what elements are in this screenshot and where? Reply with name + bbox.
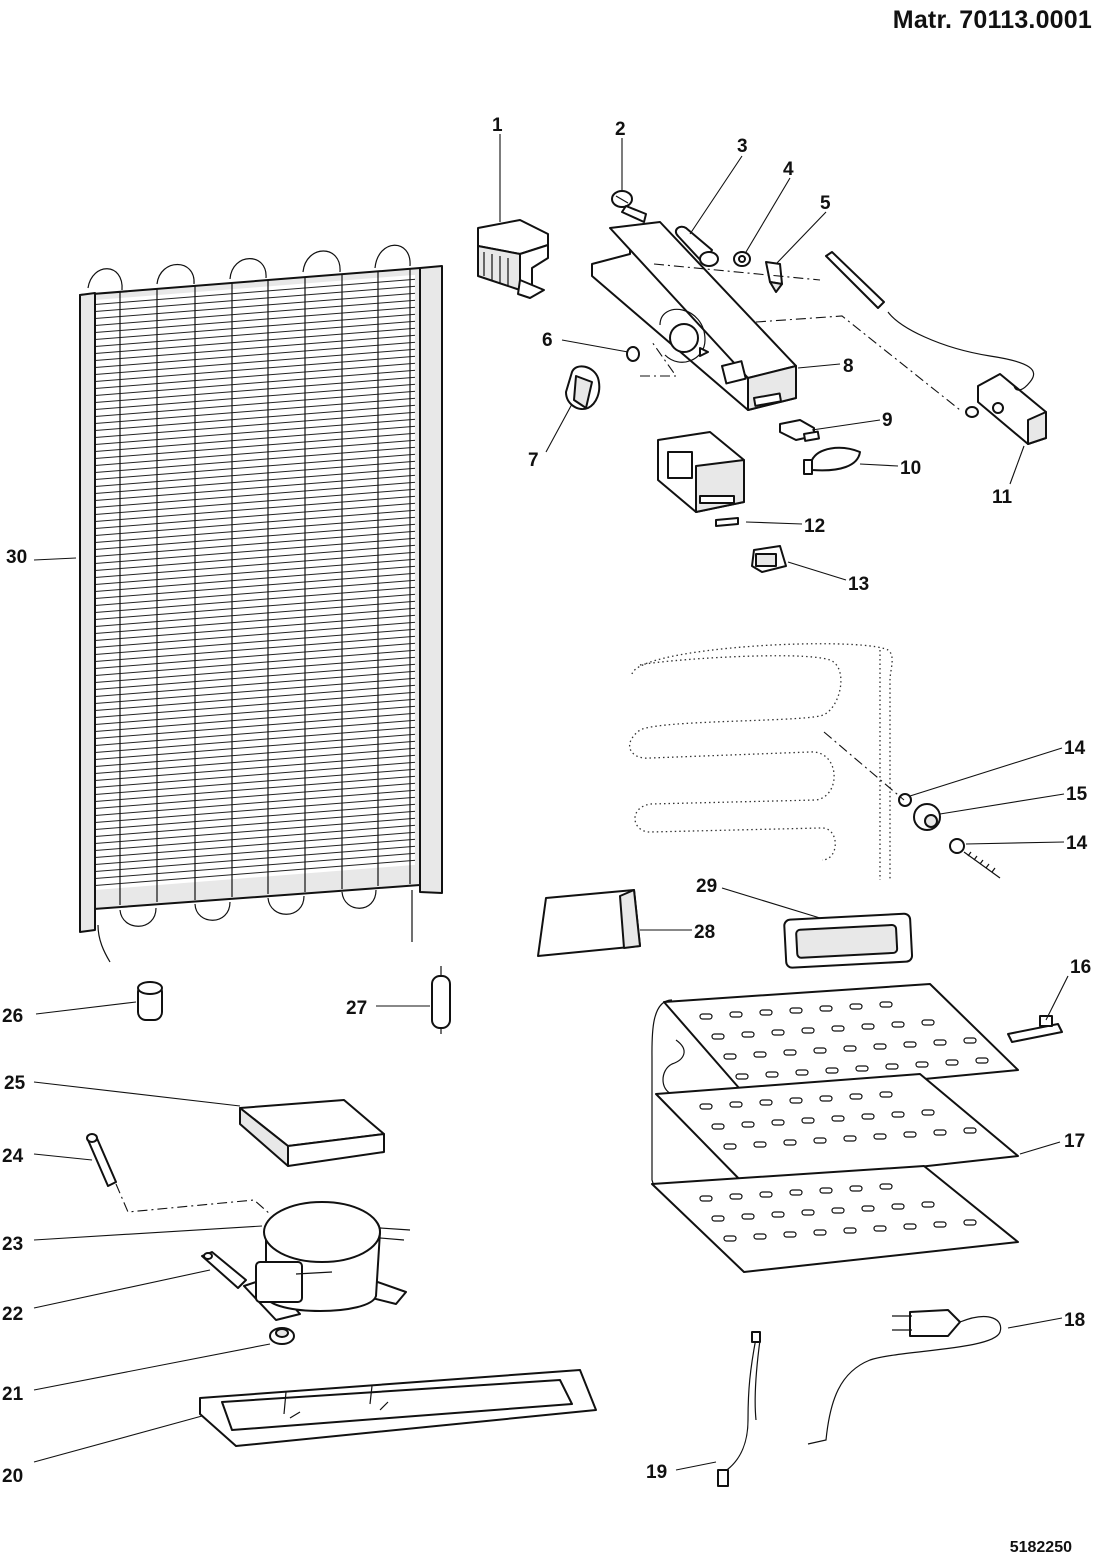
part-18-power-cord bbox=[807, 1309, 1002, 1445]
callout-1: 1 bbox=[492, 115, 503, 136]
part-15-grommet bbox=[913, 803, 941, 831]
callout-16: 16 bbox=[1070, 957, 1091, 978]
part-19-sensor-cable bbox=[717, 1331, 761, 1487]
callout-17: 17 bbox=[1064, 1131, 1085, 1152]
callout-15: 15 bbox=[1066, 784, 1088, 805]
document-code: 5182250 bbox=[1009, 1539, 1072, 1556]
callout-30: 30 bbox=[6, 547, 27, 568]
part-1-bracket bbox=[477, 219, 549, 299]
assembly-lines bbox=[115, 263, 961, 1215]
part-6-cap bbox=[626, 346, 640, 362]
callout-14-top: 14 bbox=[1064, 738, 1086, 759]
callout-27: 27 bbox=[346, 998, 367, 1019]
part-3-lamp bbox=[674, 225, 719, 267]
callout-23: 23 bbox=[2, 1234, 23, 1255]
callout-8: 8 bbox=[843, 356, 854, 377]
part-14-washer-top bbox=[898, 793, 912, 807]
callout-6: 6 bbox=[542, 330, 553, 351]
part-24-pipe bbox=[86, 1133, 117, 1187]
lamp-cover bbox=[657, 431, 745, 513]
condenser bbox=[79, 244, 443, 963]
callout-24: 24 bbox=[2, 1146, 24, 1167]
callout-4: 4 bbox=[783, 159, 794, 180]
callout-11: 11 bbox=[992, 487, 1013, 508]
part-28-cover bbox=[537, 889, 641, 957]
callout-labels: 1 2 3 4 5 6 7 8 9 10 11 12 13 14 15 14 1… bbox=[2, 115, 1091, 1487]
callout-10: 10 bbox=[900, 458, 921, 479]
callout-26: 26 bbox=[2, 1006, 23, 1027]
part-26-sleeve bbox=[137, 981, 163, 1021]
part-7-knob bbox=[565, 365, 601, 410]
callout-22: 22 bbox=[2, 1304, 23, 1325]
part-17-shelves bbox=[651, 983, 1019, 1273]
callout-13: 13 bbox=[848, 574, 869, 595]
callout-19: 19 bbox=[646, 1462, 667, 1483]
callout-20: 20 bbox=[2, 1466, 23, 1487]
part-11-thermostat bbox=[825, 251, 1047, 445]
callout-29: 29 bbox=[696, 876, 717, 897]
part-12-spacer bbox=[715, 517, 739, 527]
part-4-nut bbox=[733, 251, 751, 267]
callout-2: 2 bbox=[615, 119, 626, 140]
callout-3: 3 bbox=[737, 136, 748, 157]
drawing-title: Matr. 70113.0001 bbox=[892, 6, 1092, 34]
callout-7: 7 bbox=[528, 450, 539, 471]
callout-21: 21 bbox=[2, 1384, 24, 1405]
callout-12: 12 bbox=[804, 516, 825, 537]
part-10-lever bbox=[803, 446, 861, 475]
part-21-grommet bbox=[269, 1327, 295, 1345]
callout-25: 25 bbox=[4, 1073, 26, 1094]
leader-lines bbox=[33, 134, 1069, 1471]
part-8-thermostat-housing bbox=[591, 221, 797, 411]
part-5-clip bbox=[765, 261, 783, 293]
part-20-base-tray bbox=[199, 1369, 597, 1447]
callout-5: 5 bbox=[820, 193, 831, 214]
part-9-switch bbox=[779, 419, 821, 442]
part-13-door-switch bbox=[751, 545, 787, 573]
part-25-drip-tray bbox=[239, 1099, 385, 1167]
part-22-bracket bbox=[201, 1251, 247, 1289]
evaporator-coil bbox=[628, 643, 893, 880]
shelf-slots bbox=[699, 1001, 989, 1242]
part-29-frame bbox=[783, 912, 914, 969]
part-2-screw bbox=[611, 190, 647, 223]
part-27-dryer-filter bbox=[431, 966, 451, 1034]
callout-14-bottom: 14 bbox=[1066, 833, 1088, 854]
part-14-screw bbox=[949, 838, 1001, 879]
part-23-compressor bbox=[243, 1201, 411, 1321]
callout-18: 18 bbox=[1064, 1310, 1085, 1331]
callout-9: 9 bbox=[882, 410, 893, 431]
part-16-shelf-support bbox=[1007, 1015, 1063, 1043]
callout-28: 28 bbox=[694, 922, 715, 943]
